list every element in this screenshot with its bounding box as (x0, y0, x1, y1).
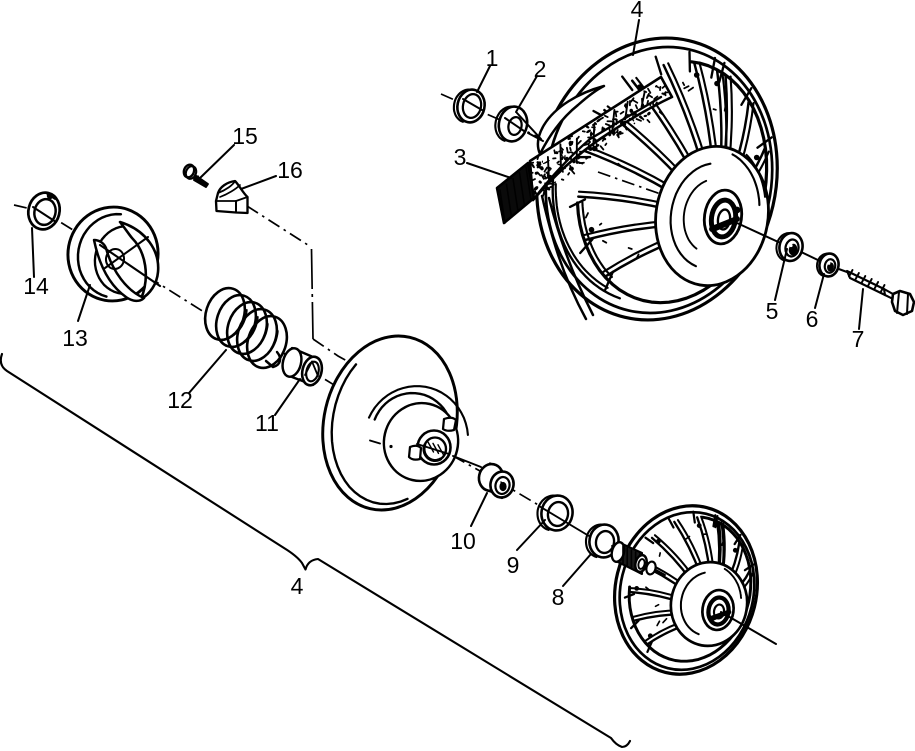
svg-text:16: 16 (277, 157, 303, 183)
svg-text:3: 3 (454, 144, 467, 170)
svg-text:4: 4 (631, 0, 644, 22)
svg-text:15: 15 (232, 123, 258, 149)
svg-text:2: 2 (534, 56, 547, 82)
svg-text:6: 6 (806, 306, 819, 332)
svg-text:1: 1 (486, 45, 499, 71)
svg-text:12: 12 (167, 387, 193, 413)
svg-text:9: 9 (507, 552, 520, 578)
svg-text:5: 5 (766, 298, 779, 324)
svg-text:10: 10 (450, 528, 476, 554)
svg-text:11: 11 (255, 410, 279, 436)
svg-text:4: 4 (291, 573, 304, 599)
svg-text:8: 8 (552, 584, 565, 610)
svg-text:14: 14 (23, 273, 49, 299)
svg-text:13: 13 (62, 325, 88, 351)
svg-text:7: 7 (852, 326, 865, 352)
